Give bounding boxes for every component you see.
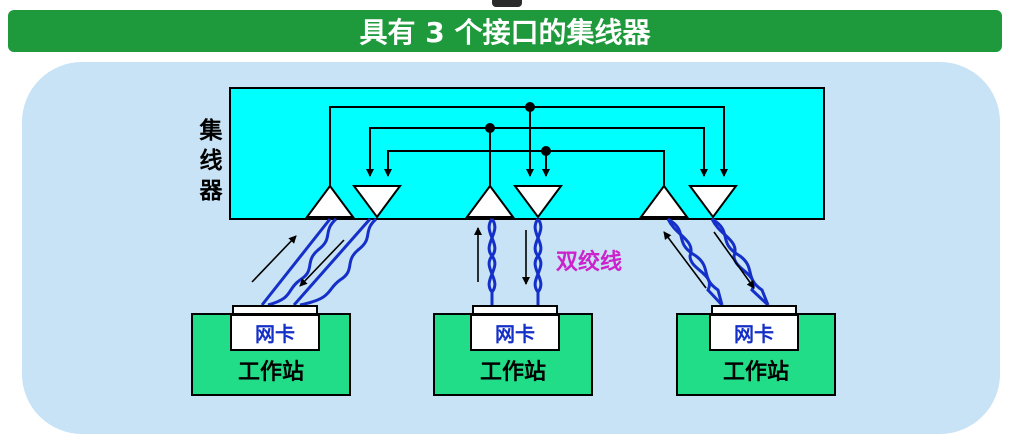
diagram-title: 具有 3 个接口的集线器: [359, 16, 651, 49]
nic-2: 网卡: [470, 314, 560, 351]
hub-label-char: 线: [199, 148, 223, 174]
junction-dots: [485, 102, 551, 156]
hub-label-char: 器: [199, 178, 223, 204]
twisted-pair-label: 双绞线: [556, 250, 623, 275]
hub-label-char: 集: [199, 118, 223, 144]
port-2-transmitter: [513, 185, 563, 219]
top-tab: [492, 0, 522, 7]
port-3-receiver: [639, 184, 689, 218]
workstation-3-label: 工作站: [722, 360, 789, 385]
nic-1: 网卡: [230, 314, 320, 351]
port-1-transmitter: [352, 185, 402, 219]
hub-ports: [305, 184, 738, 219]
workstation-2-label: 工作站: [479, 360, 546, 385]
nic-3: 网卡: [709, 314, 799, 351]
title-bar: 具有 3 个接口的集线器: [8, 10, 1002, 52]
port-1-receiver: [305, 184, 355, 218]
port-2-receiver: [465, 184, 515, 218]
workstation-1-label: 工作站: [237, 360, 304, 385]
twisted-pair-cables: [260, 217, 770, 307]
port-3-transmitter: [688, 185, 738, 219]
hub-label: 集 线 器: [196, 116, 226, 206]
signal-direction-arrows: [251, 227, 755, 289]
